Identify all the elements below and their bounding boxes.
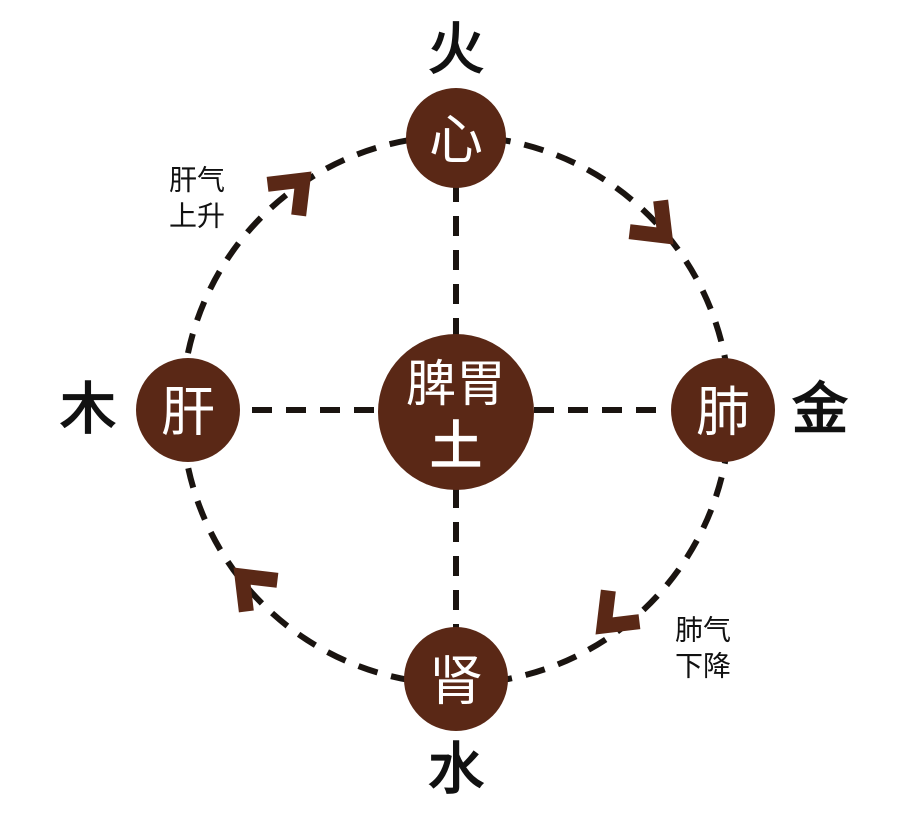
- note-liver-qi-line1: 肝气: [169, 164, 225, 197]
- element-wood-label: 木: [60, 378, 116, 443]
- note-lung-qi-line2: 下降: [675, 650, 731, 683]
- organ-lung-circle: [671, 358, 775, 462]
- arrow-lower-right-icon: [595, 589, 641, 635]
- organ-spleen-stomach-circle: [378, 334, 534, 490]
- arrow-upper-left-icon: [266, 171, 312, 217]
- arrow-lower-left-icon: [233, 567, 279, 613]
- organ-kidney-circle: [404, 627, 508, 731]
- organ-lung-label: 肺: [696, 381, 750, 444]
- organ-kidney: 肾: [404, 627, 508, 731]
- organ-liver-label: 肝: [161, 381, 215, 444]
- element-earth-label: 土: [430, 417, 482, 477]
- element-water-label: 水: [428, 738, 485, 803]
- organ-liver: 肝: [136, 358, 240, 462]
- organ-heart-label: 心: [429, 109, 483, 172]
- note-liver-qi-line2: 上升: [169, 200, 225, 233]
- organ-spleen-stomach: 脾胃 土: [378, 334, 534, 490]
- organ-heart: 心: [406, 88, 506, 188]
- organ-kidney-label: 肾: [429, 650, 483, 713]
- element-fire-label: 火: [428, 18, 484, 83]
- organ-liver-circle: [136, 358, 240, 462]
- organ-spleen-stomach-label: 脾胃: [406, 355, 506, 413]
- element-metal-label: 金: [791, 378, 849, 443]
- organ-lung: 肺: [671, 358, 775, 462]
- organ-heart-circle: [406, 88, 506, 188]
- note-lung-qi-line1: 肺气: [675, 614, 731, 647]
- arrow-upper-right-icon: [628, 199, 674, 245]
